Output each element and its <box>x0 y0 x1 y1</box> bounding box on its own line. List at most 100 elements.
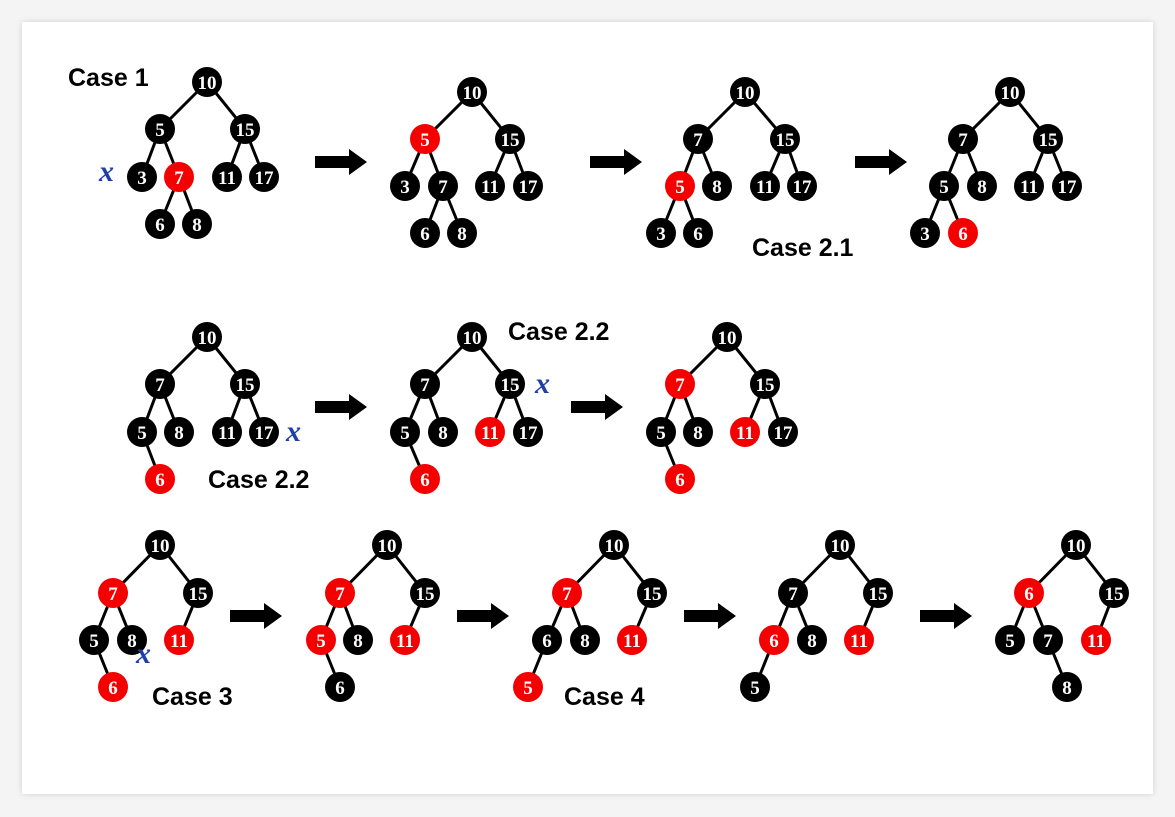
node-key: 15 <box>501 375 520 396</box>
tree-node-10: 10 <box>825 530 855 560</box>
tree-node-15: 15 <box>863 578 893 608</box>
tree-r3t5 <box>1008 543 1116 688</box>
red-node-circle <box>390 625 420 655</box>
black-node-circle <box>390 417 420 447</box>
red-node-circle <box>665 369 695 399</box>
red-node-circle <box>1081 625 1111 655</box>
tree-node-15: 15 <box>750 369 780 399</box>
tree-node-8: 8 <box>967 171 997 201</box>
node-key: 11 <box>736 423 754 444</box>
black-node-circle <box>164 417 194 447</box>
node-key: 10 <box>198 73 217 94</box>
tree-node-10: 10 <box>599 530 629 560</box>
tree-node-5: 5 <box>306 625 336 655</box>
tree-node-8: 8 <box>182 209 212 239</box>
tree-node-11: 11 <box>164 625 194 655</box>
node-key: 11 <box>218 423 236 444</box>
tree-node-5: 5 <box>740 672 770 702</box>
tree-node-17: 17 <box>513 171 543 201</box>
tree-node-11: 11 <box>617 625 647 655</box>
black-node-circle <box>212 162 242 192</box>
tree-node-11: 11 <box>844 625 874 655</box>
node-key: 15 <box>776 130 795 151</box>
tree-node-10: 10 <box>192 67 222 97</box>
black-node-circle <box>145 530 175 560</box>
black-node-circle <box>750 369 780 399</box>
tree-node-17: 17 <box>513 417 543 447</box>
tree-r1t4 <box>923 90 1069 234</box>
node-key: 6 <box>675 470 685 491</box>
node-key: 7 <box>788 584 798 605</box>
node-key: 5 <box>400 423 410 444</box>
black-node-circle <box>1061 530 1091 560</box>
node-key: 11 <box>170 631 188 652</box>
node-key: 5 <box>137 423 147 444</box>
tree-r3t4 <box>753 543 880 688</box>
x-marker-case1: x <box>98 155 114 188</box>
node-key: 8 <box>693 423 703 444</box>
tree-node-3: 3 <box>910 218 940 248</box>
black-node-circle <box>1052 171 1082 201</box>
black-node-circle <box>410 218 440 248</box>
black-node-circle <box>457 77 487 107</box>
tree-node-6: 6 <box>145 209 175 239</box>
node-key: 3 <box>920 224 930 245</box>
tree-node-5: 5 <box>127 417 157 447</box>
node-key: 11 <box>756 177 774 198</box>
right-arrow-icon <box>590 149 642 175</box>
tree-node-3: 3 <box>646 218 676 248</box>
node-key: 8 <box>807 631 817 652</box>
tree-node-5: 5 <box>646 417 676 447</box>
black-node-circle <box>797 625 827 655</box>
tree-node-3: 3 <box>390 171 420 201</box>
black-node-circle <box>750 171 780 201</box>
tree-node-7: 7 <box>98 578 128 608</box>
tree-node-6: 6 <box>759 625 789 655</box>
black-node-circle <box>230 369 260 399</box>
black-node-circle <box>127 162 157 192</box>
tree-node-6: 6 <box>683 218 713 248</box>
node-key: 8 <box>580 631 590 652</box>
tree-r1t1 <box>140 80 266 225</box>
tree-node-10: 10 <box>730 77 760 107</box>
tree-node-7: 7 <box>948 124 978 154</box>
node-key: 11 <box>1087 631 1105 652</box>
tree-node-6: 6 <box>325 672 355 702</box>
tree-r2t3 <box>659 335 785 480</box>
tree-node-15: 15 <box>637 578 667 608</box>
black-node-circle <box>740 672 770 702</box>
right-arrow-icon <box>920 603 972 629</box>
tree-r2t2 <box>403 335 530 480</box>
node-key: 17 <box>519 177 539 198</box>
case-1-label: Case 1 <box>68 64 149 92</box>
node-key: 11 <box>481 177 499 198</box>
tree-node-5: 5 <box>410 124 440 154</box>
tree-node-7: 7 <box>778 578 808 608</box>
node-key: 6 <box>108 678 118 699</box>
case-2-2-label-top: Case 2.2 <box>508 318 609 346</box>
tree-node-11: 11 <box>750 171 780 201</box>
node-key: 6 <box>958 224 968 245</box>
node-key: 5 <box>1005 631 1015 652</box>
tree-node-15: 15 <box>230 369 260 399</box>
node-key: 6 <box>693 224 703 245</box>
tree-node-10: 10 <box>192 322 222 352</box>
tree-node-15: 15 <box>770 124 800 154</box>
black-node-circle <box>230 114 260 144</box>
node-key: 6 <box>542 631 552 652</box>
black-node-circle <box>145 369 175 399</box>
black-node-circle <box>929 171 959 201</box>
black-node-circle <box>1099 578 1129 608</box>
tree-node-8: 8 <box>343 625 373 655</box>
node-key: 15 <box>756 375 775 396</box>
tree-node-6: 6 <box>1014 578 1044 608</box>
red-node-circle <box>164 625 194 655</box>
tree-r3t2 <box>319 543 427 688</box>
black-node-circle <box>495 369 525 399</box>
node-key: 7 <box>958 130 968 151</box>
node-key: 15 <box>869 584 888 605</box>
right-arrow-icon <box>855 149 907 175</box>
